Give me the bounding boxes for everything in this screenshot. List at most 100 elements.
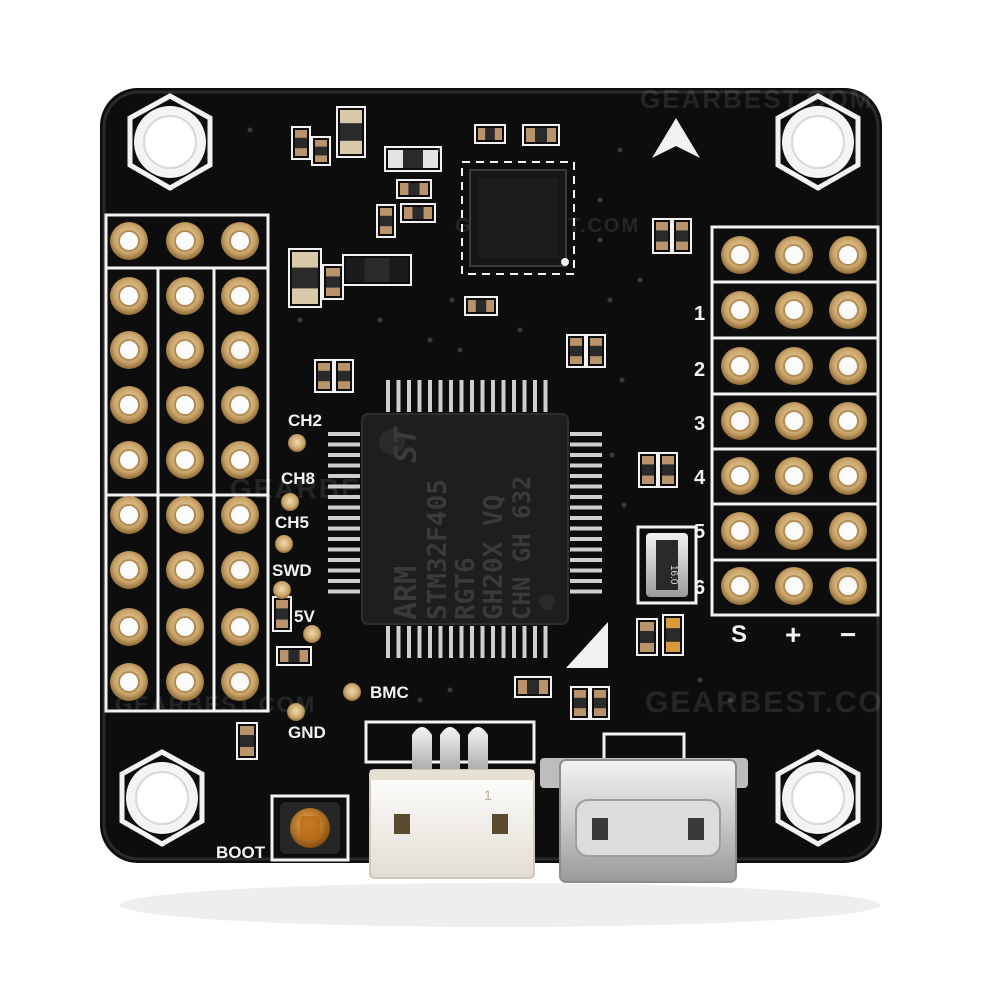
pad-hole [729,355,751,377]
row-number: 2 [694,359,705,381]
row-number: 3 [694,413,705,435]
smd-body [527,680,539,694]
smd-body [408,183,420,195]
mounting-hole-bottom-right [775,749,861,847]
watermark-text: GEARBEST.COM [640,84,873,114]
mcu-pin [533,626,537,658]
via [619,377,625,383]
mcu-pin [328,568,360,573]
smd-body [475,300,487,312]
mcu-pin [522,626,527,658]
mcu-pins [328,380,602,658]
row-number: 4 [694,467,706,489]
via [297,317,303,323]
mcu-pin [386,626,390,658]
smd-body [570,345,582,357]
pad-hole [118,285,140,307]
smd-body [640,631,654,643]
mcu-pin [570,463,602,468]
crystal-label: 16.0 [668,565,679,585]
smd-outline [636,618,658,656]
pad-hole [174,339,196,361]
via [447,687,453,693]
mcu-pin [428,626,432,658]
smd-body [288,650,300,662]
mcu-pin [328,495,360,499]
pad-hole [729,575,751,597]
connector-pin1-label: 1 [484,787,492,803]
mcu-pin [328,516,360,520]
smd-outline [396,179,432,199]
via [597,197,603,203]
row-number: 6 [694,577,705,599]
mcu-pin [570,432,602,436]
smd-body [590,345,602,357]
right-row-numbers: 1 2 3 4 5 6 [694,303,706,599]
pad-hole [837,355,859,377]
micro-usb-port [540,732,748,883]
via [597,237,603,243]
smd-body [662,464,674,476]
watermark-text: GEARBEST.COM [115,692,316,717]
mcu-marking: ARM [389,566,424,620]
smd-outline [652,218,672,254]
mcu-marking: STM32F405 [423,479,453,620]
mcu-pin [428,380,432,412]
smd-body [574,697,586,709]
mcu-pin [328,579,360,583]
mcu-pin [449,626,453,658]
mcu-pin [459,626,464,658]
smd-outline [638,452,658,488]
smd-components [236,106,692,760]
mcu-pin [328,474,360,478]
ch2-label: CH2 [288,411,322,430]
via [417,697,423,703]
ch5-label: CH5 [275,513,309,532]
smd-body [485,128,495,140]
smd-outline [662,614,684,656]
smd-outline [586,334,606,368]
mcu-chip: ARM STM32F405 RGT6 GH20X VQ CHN GH 632 S… [361,413,569,625]
via [377,317,383,323]
smd-outline [342,254,412,286]
via [609,452,615,458]
pad-hole [837,410,859,432]
pad-hole [118,449,140,471]
power-connector: 1 [364,720,536,879]
smd-outline [276,646,312,666]
mcu-marking: CHN GH 632 [508,476,536,621]
pad-hole [783,410,805,432]
crystal-oscillator: 16.0 [636,525,698,605]
board-shadow [120,883,880,927]
pad-hole [837,520,859,542]
pad-hole [229,616,251,638]
pad-hole [229,559,251,581]
smd-outline [376,204,396,238]
smd-body [403,150,423,168]
mcu-pin [470,380,474,412]
smd-body [364,258,390,282]
mcu-pin [543,626,548,658]
smd-body [594,697,606,709]
mcu-pin [570,589,602,594]
mcu-pin [570,558,602,562]
mcu-pin [501,380,506,412]
mcu-pin [522,380,527,412]
mcu-pin [407,626,411,658]
pad-hole [783,299,805,321]
mcu-pin [459,380,464,412]
mcu-pin [512,626,516,658]
smd-outline [314,359,334,393]
mcu-pin [570,495,602,499]
right-header-outline [710,225,880,617]
header-bottom-labels: S + − [731,619,856,650]
smd-outline [464,296,498,316]
via [607,297,613,303]
mcu-pin [570,474,602,478]
mcu-pin [570,579,602,583]
mcu-pin [328,453,360,457]
smd-outline [291,126,311,160]
mcu-pin [328,442,360,447]
pad-hole [174,504,196,526]
